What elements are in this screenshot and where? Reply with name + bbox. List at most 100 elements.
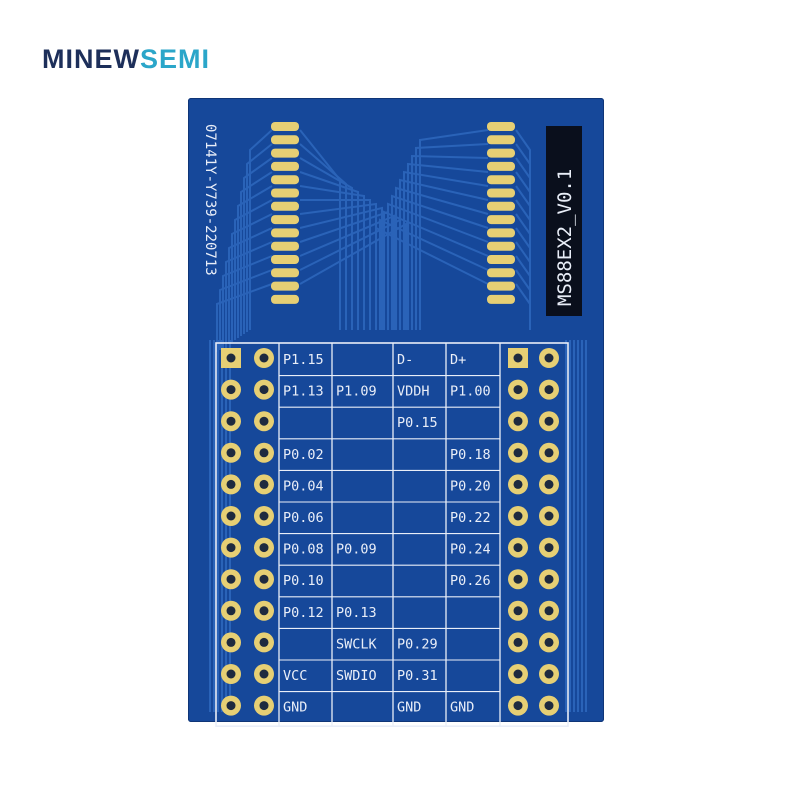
drill-hole [259,701,269,711]
drill-hole [513,543,523,553]
drill-hole [226,479,236,489]
model-label-bg [546,126,582,316]
drill-hole [259,637,269,647]
drill-hole [226,606,236,616]
connector-pad-right [487,294,515,304]
drill-hole [226,385,236,395]
connector-pad-right [487,268,515,278]
drill-hole [513,511,523,521]
trace [515,283,531,330]
pin-label: P0.13 [336,605,377,621]
connector-pad-left [271,268,299,278]
connector-pad-right [487,228,515,238]
pin-label: P0.20 [450,478,491,494]
connector-pad-left [271,122,299,131]
pin-label: P0.26 [450,573,491,589]
drill-hole [544,479,554,489]
trace [383,210,489,330]
drill-hole [544,574,554,584]
drill-hole [544,353,554,363]
drill-hole [544,511,554,521]
drill-hole [259,669,269,679]
connector-pad-right [487,148,515,158]
pin-label: VCC [283,668,307,684]
pin-label: P0.31 [397,668,438,684]
pin-label: VDDH [397,384,430,400]
drill-hole [544,606,554,616]
pin-label: GND [450,700,474,716]
trace [228,227,273,344]
trace [411,154,489,330]
brand-part2: SEMI [139,44,210,74]
connector-pad-left [271,241,299,251]
model-label: MS88EX2_V0.1 [546,126,582,316]
drill-hole [544,637,554,647]
trace [395,186,489,330]
connector-pad-right [487,215,515,225]
connector-pad-right [487,188,515,198]
drill-hole [513,637,523,647]
drill-hole [226,353,236,363]
drill-hole [544,669,554,679]
model-text: MS88EX2_V0.1 [554,169,576,306]
drill-hole [544,416,554,426]
connector-pad-left [271,228,299,238]
drill-hole [226,511,236,521]
trace [299,185,365,330]
trace [387,202,489,330]
trace [407,162,489,330]
trace [299,210,389,330]
drill-hole [544,543,554,553]
pin-label: P0.18 [450,447,491,463]
trace [240,171,273,336]
connector-pad-right [487,122,515,131]
drill-hole [226,416,236,426]
drill-hole [513,574,523,584]
drill-hole [259,385,269,395]
drill-hole [513,701,523,711]
drill-hole [226,574,236,584]
trace [246,143,273,332]
drill-hole [259,574,269,584]
trace [391,194,489,330]
drill-hole [259,606,269,616]
drill-hole [513,416,523,426]
connector-pad-right [487,241,515,251]
drill-hole [259,511,269,521]
pin-label: P1.09 [336,384,377,400]
drill-hole [513,385,523,395]
drill-hole [513,448,523,458]
trace [419,129,489,330]
gold-pads [221,122,559,716]
trace [379,218,489,330]
trace [231,213,273,342]
pin-label: P0.09 [336,542,377,558]
pin-label: P0.29 [397,636,438,652]
pin-label: P0.22 [450,510,491,526]
pin-label: P0.08 [283,542,324,558]
pin-label: P0.15 [397,415,438,431]
connector-pad-left [271,281,299,291]
pin-label: P1.13 [283,384,324,400]
pin-label: D- [397,352,413,368]
drill-hole [226,701,236,711]
pin-label: P0.10 [283,573,324,589]
drill-hole [513,353,523,363]
connector-pad-right [487,161,515,171]
pin-label: SWDIO [336,668,377,684]
trace [219,269,273,350]
pin-label: P0.24 [450,542,491,558]
drill-hole [259,448,269,458]
trace [243,157,273,334]
trace [299,218,401,330]
pin-label: P0.06 [283,510,324,526]
pin-label: GND [283,700,307,716]
drill-hole [513,479,523,489]
connector-pad-left [271,161,299,171]
pin-label: GND [397,700,421,716]
trace [237,185,273,338]
drill-hole [513,606,523,616]
silkscreen-grid [215,342,569,728]
pin-label: D+ [450,352,466,368]
